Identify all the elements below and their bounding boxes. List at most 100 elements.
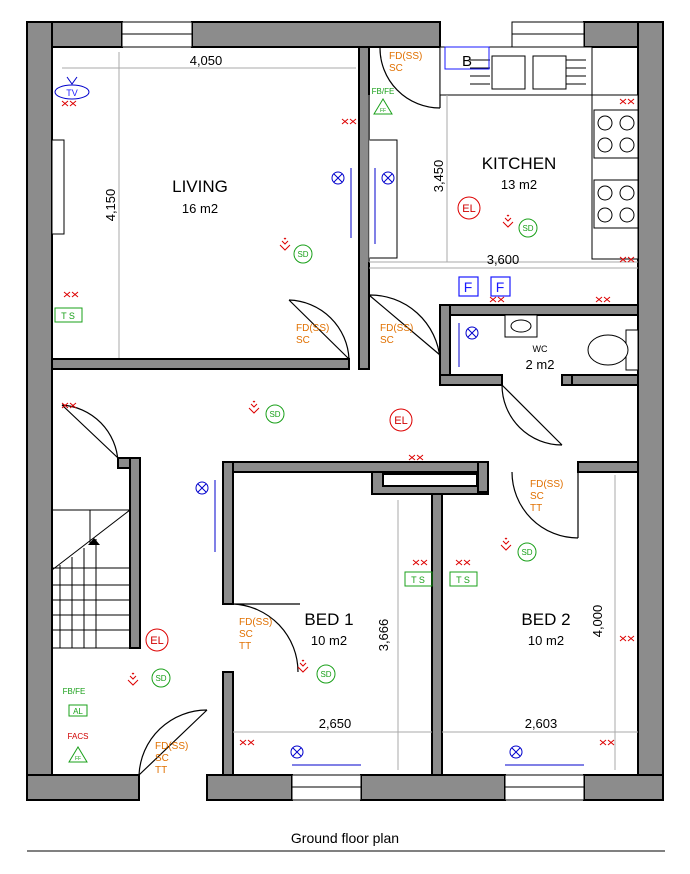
socket-icon xyxy=(455,559,471,566)
door-label-front-fdss: FD(SS) xyxy=(155,741,188,752)
bed1-left-wall-top xyxy=(222,461,234,605)
door-label-bed2-sc: SC xyxy=(530,491,544,502)
light-icon xyxy=(290,745,304,759)
outer-wall-top-mid xyxy=(191,21,441,48)
svg-text:EL: EL xyxy=(150,635,163,647)
plan-title: Ground floor plan xyxy=(291,830,399,846)
door-label-bed1-fdss: FD(SS) xyxy=(239,617,272,628)
door-label-living-fdss: FD(SS) xyxy=(296,323,329,334)
wc-fittings xyxy=(504,314,639,371)
emergency-light-entrance xyxy=(145,628,169,652)
kitchen-bottom-wall xyxy=(439,304,639,316)
socket-icon xyxy=(489,296,505,303)
wc-left-wall xyxy=(439,304,451,386)
door-label-front-tt: TT xyxy=(155,765,167,776)
door-bed1 xyxy=(232,603,300,673)
bed2-door-post xyxy=(477,461,489,493)
door-label-kitchen-fdss: FD(SS) xyxy=(389,51,422,62)
living-bottom-wall xyxy=(51,358,350,370)
smoke-detector-bed2: SD xyxy=(500,537,537,562)
light-icon xyxy=(465,326,479,340)
outer-wall-bottom-mid2 xyxy=(360,774,506,801)
dimension-lines xyxy=(62,52,638,770)
door-front xyxy=(138,709,208,776)
fire-equipment-entrance: FB/FE AL FACS FF xyxy=(63,687,89,763)
living-kitchen-wall xyxy=(358,46,370,370)
dim-kitchen-width: 3,600 xyxy=(487,252,520,267)
facs-label: FACS xyxy=(68,732,89,741)
outer-wall-bottom-right xyxy=(583,774,664,801)
smoke-detector-entrance: SD xyxy=(127,668,171,688)
dim-bed2-width: 2,603 xyxy=(525,716,558,731)
outer-wall-right xyxy=(637,21,664,801)
stair-wall xyxy=(129,457,141,649)
smoke-detector-bed1: SD xyxy=(297,659,336,684)
sink-right xyxy=(532,55,567,90)
alarm-panel xyxy=(68,704,88,717)
light-points xyxy=(195,168,584,766)
svg-text:AL: AL xyxy=(73,707,83,716)
svg-text:SD: SD xyxy=(521,548,532,557)
thermostat-living xyxy=(54,307,83,323)
svg-text:EL: EL xyxy=(394,415,407,427)
socket-icon xyxy=(341,118,357,125)
smoke-detector-hall: SD xyxy=(248,400,285,424)
svg-text:SD: SD xyxy=(522,224,533,233)
room-name-bed2: BED 2 xyxy=(521,610,570,629)
door-label-bed2-fdss: FD(SS) xyxy=(530,479,563,490)
socket-icon xyxy=(619,635,635,642)
door-bed2 xyxy=(511,471,579,539)
dim-bed2-depth: 4,000 xyxy=(590,605,605,638)
socket-icon xyxy=(599,739,615,746)
appliances: F F B xyxy=(444,46,511,297)
room-name-kitchen: KITCHEN xyxy=(482,154,557,173)
wardrobe-inner xyxy=(382,473,478,487)
socket-marks xyxy=(61,98,635,746)
room-name-living: LIVING xyxy=(172,177,228,196)
svg-text:EL: EL xyxy=(462,203,475,215)
smoke-detectors: SD SD SD SD SD SD xyxy=(127,214,538,688)
emergency-light-hall xyxy=(389,408,413,432)
tv-icon xyxy=(54,84,90,100)
sink-left xyxy=(491,55,526,90)
door-kitchen-hall xyxy=(368,294,441,360)
svg-text:SD: SD xyxy=(297,250,308,259)
room-name-bed1: BED 1 xyxy=(304,610,353,629)
fridge-icon-2 xyxy=(490,276,511,297)
stair-direction-arrow xyxy=(88,538,100,545)
bed1-left-wall-bottom xyxy=(222,671,234,776)
room-area-kitchen: 13 m2 xyxy=(501,177,537,192)
outer-wall-left xyxy=(26,21,53,801)
svg-text:FF: FF xyxy=(75,756,81,762)
door-labels: FD(SS) SC FD(SS) SC FD(SS) SC FD(SS) SC … xyxy=(155,51,563,776)
fridge-icon-1 xyxy=(458,276,479,297)
svg-text:TV: TV xyxy=(66,88,78,98)
bed-partition-wall xyxy=(431,493,443,776)
door-label-bed1-sc: SC xyxy=(239,629,253,640)
door-wc xyxy=(501,384,563,446)
wc-door-post xyxy=(561,374,573,386)
dim-bed1-depth: 3,666 xyxy=(376,619,391,652)
boiler-icon xyxy=(444,46,490,70)
socket-icon xyxy=(619,256,635,263)
socket-icon xyxy=(239,739,255,746)
dim-living-depth: 4,150 xyxy=(103,189,118,222)
light-icon xyxy=(509,745,523,759)
emergency-lights: EL EL EL xyxy=(145,196,481,652)
door-living xyxy=(288,299,350,360)
socket-icon xyxy=(61,100,77,107)
window-living-left xyxy=(51,139,65,235)
door-label-hall-sc: SC xyxy=(380,335,394,346)
room-area-bed2: 10 m2 xyxy=(528,633,564,648)
fire-equipment-kitchen: FB/FE FF xyxy=(372,87,394,115)
smoke-detector-kitchen: SD xyxy=(502,214,538,238)
fire-exit-sign-icon-entrance xyxy=(68,746,88,763)
room-area-wc: 2 m2 xyxy=(526,357,555,372)
wc-bottom-wall-left xyxy=(439,374,503,386)
thermostats: T S T S T S xyxy=(54,307,478,587)
bed-corridor-wall-left xyxy=(222,461,489,473)
smoke-detector-living: SD xyxy=(279,237,313,264)
dim-kitchen-depth: 3,450 xyxy=(431,160,446,193)
room-area-living: 16 m2 xyxy=(182,201,218,216)
